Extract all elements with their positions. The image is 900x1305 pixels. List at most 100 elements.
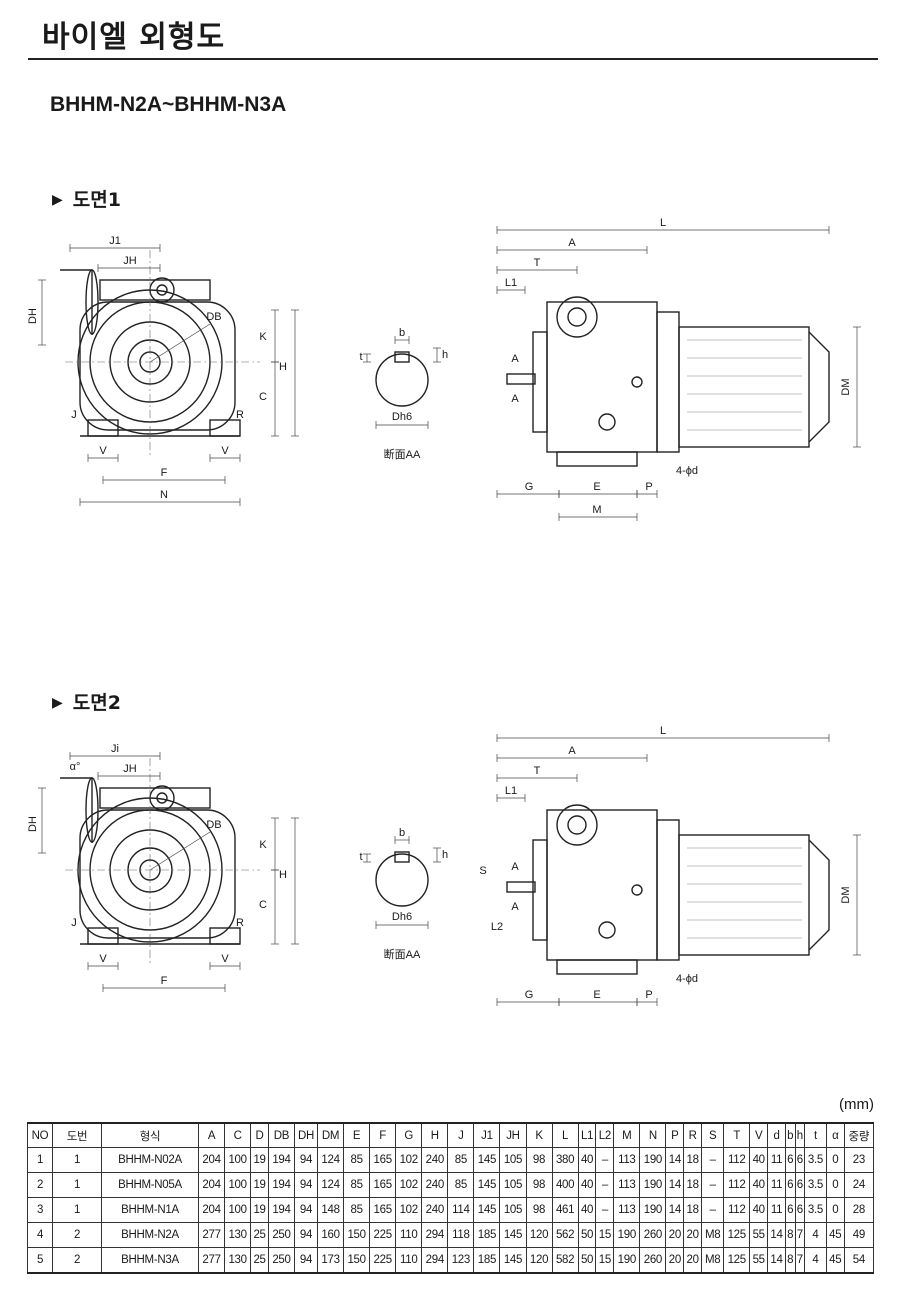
- table-cell: 14: [665, 1147, 685, 1173]
- table-cell: 5: [27, 1247, 53, 1274]
- table-cell: 40: [577, 1172, 597, 1198]
- table-cell: BHHM-N05A: [101, 1172, 199, 1198]
- drawing-outline: [678, 834, 810, 956]
- table-cell: 190: [639, 1197, 667, 1223]
- table-cell: 2: [52, 1222, 102, 1248]
- drawing-outline: [532, 331, 548, 433]
- dimension-label: A: [511, 901, 519, 913]
- column-header: b: [784, 1122, 796, 1148]
- drawing-outline: [546, 809, 658, 961]
- column-header: 도번: [52, 1122, 102, 1148]
- table-cell: 45: [825, 1247, 845, 1274]
- table-cell: 225: [369, 1247, 397, 1274]
- table-cell: 185: [473, 1222, 501, 1248]
- table-cell: M8: [701, 1222, 725, 1248]
- column-header: t: [804, 1122, 827, 1148]
- dimension-label: DM: [840, 886, 852, 903]
- table-cell: 14: [767, 1222, 786, 1248]
- table-cell: 6: [784, 1197, 796, 1223]
- table-cell: 20: [683, 1247, 703, 1274]
- table-cell: 94: [294, 1222, 318, 1248]
- table-cell: 6: [794, 1197, 806, 1223]
- table-cell: 194: [267, 1172, 296, 1198]
- table-cell: 85: [343, 1172, 371, 1198]
- table-cell: 294: [421, 1222, 449, 1248]
- column-header: H: [421, 1122, 449, 1148]
- table-cell: 49: [843, 1222, 875, 1248]
- table-cell: 240: [421, 1147, 449, 1173]
- table-cell: BHHM-N02A: [101, 1147, 199, 1173]
- table-cell: 145: [499, 1247, 527, 1274]
- table-cell: 50: [577, 1222, 597, 1248]
- table-cell: 55: [749, 1222, 769, 1248]
- table-cell: 3.5: [804, 1197, 827, 1223]
- table-cell: 185: [473, 1247, 501, 1274]
- column-header: h: [794, 1122, 806, 1148]
- drawing-circle: [567, 307, 587, 327]
- table-cell: 130: [224, 1222, 252, 1248]
- drawing-circle: [598, 921, 616, 939]
- table-cell: 150: [343, 1247, 371, 1274]
- table-cell: 145: [473, 1172, 501, 1198]
- motor-fan-cover: [808, 839, 830, 951]
- table-cell: 194: [267, 1197, 296, 1223]
- table-cell: 85: [447, 1172, 475, 1198]
- table-cell: 24: [843, 1172, 875, 1198]
- drawing-outline: [556, 959, 638, 975]
- dimension-label: b: [399, 827, 405, 839]
- dimension-label: F: [161, 975, 168, 987]
- table-cell: 45: [825, 1222, 845, 1248]
- drawing-outline: [209, 419, 241, 437]
- table-cell: 240: [421, 1197, 449, 1223]
- table-cell: 1: [52, 1147, 102, 1173]
- dimension-label: K: [259, 331, 267, 343]
- column-header: V: [749, 1122, 769, 1148]
- table-cell: 240: [421, 1172, 449, 1198]
- table-cell: 165: [369, 1147, 397, 1173]
- table-cell: –: [701, 1172, 725, 1198]
- table-cell: 18: [683, 1147, 703, 1173]
- table-cell: 19: [250, 1197, 269, 1223]
- table-cell: 85: [343, 1147, 371, 1173]
- dimension-label: J: [71, 917, 77, 929]
- dimension-label: 断面AA: [384, 947, 421, 961]
- table-cell: –: [595, 1172, 615, 1198]
- table-cell: 11: [767, 1172, 786, 1198]
- table-cell: –: [595, 1197, 615, 1223]
- table-cell: 1: [52, 1172, 102, 1198]
- table-cell: 148: [316, 1197, 345, 1223]
- table-cell: 105: [499, 1172, 527, 1198]
- drawing-outline: [678, 326, 810, 448]
- drawing-outline: [394, 351, 410, 363]
- dimension-label: V: [221, 953, 229, 965]
- table-cell: 3: [27, 1197, 53, 1223]
- table-cell: 190: [613, 1222, 641, 1248]
- table-cell: 15: [595, 1247, 615, 1274]
- dimension-label: L: [660, 217, 666, 229]
- table-cell: 50: [577, 1247, 597, 1274]
- column-header: L1: [577, 1122, 597, 1148]
- unit-label: (mm): [839, 1096, 874, 1113]
- dimension-label: E: [593, 481, 600, 493]
- table-cell: 40: [749, 1147, 769, 1173]
- table-cell: 94: [294, 1172, 318, 1198]
- table-cell: 6: [784, 1147, 796, 1173]
- dimension-label: G: [525, 989, 534, 1001]
- column-header: N: [639, 1122, 667, 1148]
- drawing-outline: [532, 839, 548, 941]
- dimension-label: DB: [206, 819, 221, 831]
- column-header: A: [197, 1122, 226, 1148]
- column-header: α: [825, 1122, 845, 1148]
- drawing-2-label: 도면2: [72, 692, 121, 714]
- table-cell: 112: [723, 1197, 751, 1223]
- table-cell: 100: [224, 1147, 252, 1173]
- dimension-label: Dh6: [392, 911, 412, 923]
- table-cell: 6: [784, 1172, 796, 1198]
- table-cell: 18: [683, 1197, 703, 1223]
- table-cell: 4: [804, 1222, 827, 1248]
